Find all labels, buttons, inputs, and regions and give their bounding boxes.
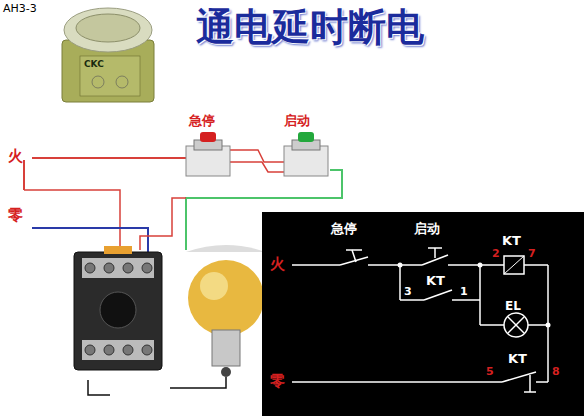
contact-label: 启动 <box>414 222 440 235</box>
terminal-screw <box>85 345 95 355</box>
live-label: 火 <box>270 257 285 272</box>
schematic-panel <box>262 212 584 416</box>
junction-dot <box>546 323 551 328</box>
relay-photo <box>62 8 154 102</box>
relay-wire <box>140 198 186 250</box>
lamp-symbol <box>508 317 524 333</box>
junction-dot <box>398 263 403 268</box>
live-wire <box>32 157 190 159</box>
junction-dot <box>478 263 483 268</box>
socket-screws <box>85 263 152 355</box>
neutral-label: 零 <box>8 208 23 223</box>
schematic-wires <box>292 248 548 392</box>
button-label: 急停 <box>189 114 215 127</box>
live-label: 火 <box>8 149 23 164</box>
contact-label: 急停 <box>331 222 357 235</box>
pin-number: 2 <box>492 248 500 259</box>
terminal-screw <box>85 263 95 273</box>
pin-number: 3 <box>404 286 412 297</box>
lamp-symbol <box>508 317 524 333</box>
terminal-screw <box>123 263 133 273</box>
live-wire <box>228 150 290 162</box>
lamp-symbol <box>504 313 528 337</box>
relay-coil <box>504 256 524 274</box>
terminal-screw <box>104 263 114 273</box>
button-label: 启动 <box>284 114 310 127</box>
pin-number: 7 <box>528 248 536 259</box>
live-wire <box>24 190 120 250</box>
coil-label: KT <box>502 234 521 247</box>
contact-label: KT <box>426 274 445 287</box>
relay-coil <box>504 256 524 274</box>
stop-button <box>186 132 230 176</box>
terminal-screw <box>104 345 114 355</box>
contact-label: KT <box>508 352 527 365</box>
live-wire <box>23 160 25 190</box>
light-bulb <box>170 245 266 388</box>
terminal-screw <box>142 345 152 355</box>
pin-number: 8 <box>552 366 560 377</box>
model-label: AH3-3 <box>3 3 37 14</box>
pin-number: 1 <box>460 286 468 297</box>
neutral-label: 零 <box>270 374 285 389</box>
pin-number: 5 <box>486 366 494 377</box>
brand-label: CKC <box>84 60 104 69</box>
lamp-label: EL <box>505 300 521 312</box>
start-button <box>284 132 328 176</box>
live-wire <box>228 162 290 172</box>
title: 通电延时断电 <box>196 8 424 46</box>
relay-socket <box>74 246 162 395</box>
terminal-screw <box>123 345 133 355</box>
terminal-screw <box>142 263 152 273</box>
